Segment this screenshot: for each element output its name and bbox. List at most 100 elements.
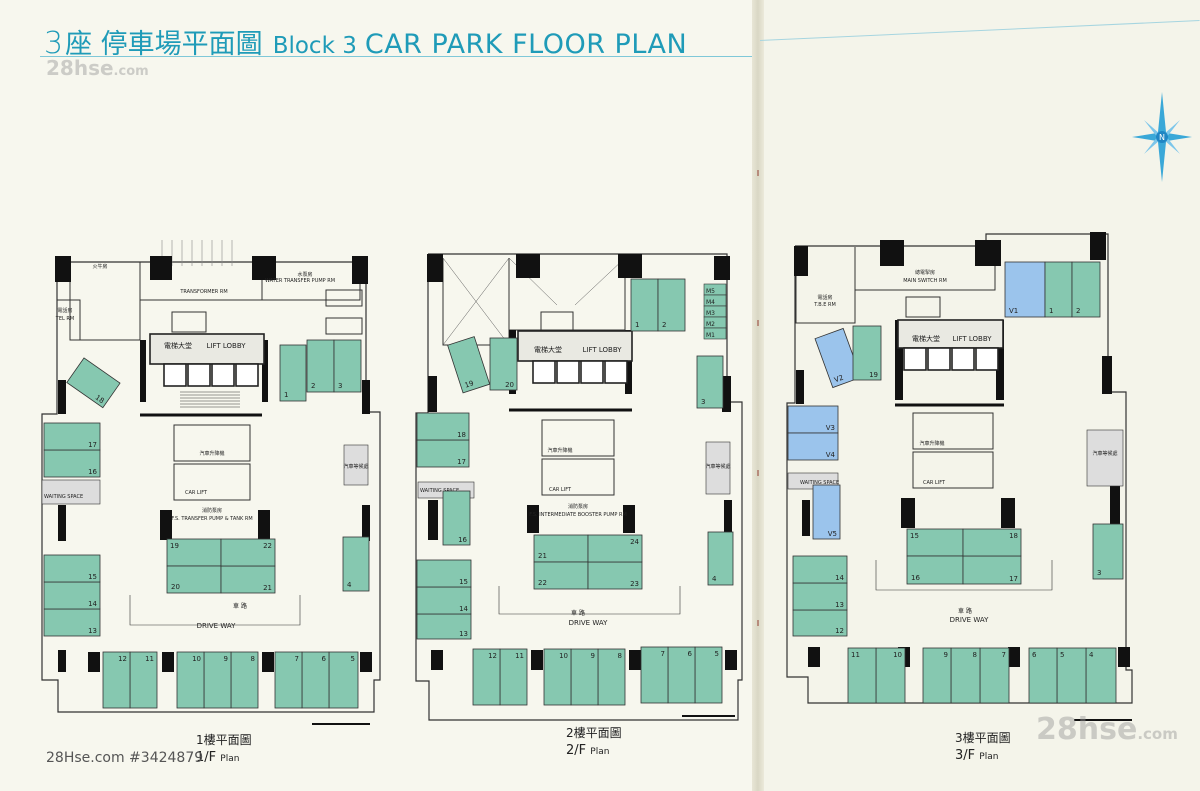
title-chinese: 座 停車場平面圖: [65, 29, 263, 60]
room-tel: T.B.E RM: [813, 302, 836, 308]
space-number: V2: [833, 374, 844, 385]
rotated-space: V2: [814, 327, 862, 389]
lift-shaft: [975, 347, 999, 371]
parking-space: [416, 412, 470, 441]
wall-column: [58, 380, 66, 414]
parking-space: [630, 278, 659, 332]
space-number: 11: [515, 652, 524, 660]
fs-pump-label: F.S. INTERMEDIATE BOOSTER PUMP RM: [529, 512, 627, 518]
parking-space: [543, 648, 572, 706]
space-number: 13: [88, 627, 97, 635]
stitch: [757, 470, 759, 476]
space-number: 1: [1049, 307, 1053, 315]
caption-2f-en: 2/F Plan: [566, 743, 610, 758]
space-number: V1: [1009, 307, 1018, 315]
room-tel-zh: 電話房: [57, 307, 72, 314]
lift-shaft: [951, 347, 975, 371]
driveway-zh: 車 路: [233, 602, 247, 610]
parking-space: [587, 534, 643, 563]
wall-column: [880, 240, 904, 266]
wall-column: [352, 256, 368, 284]
parking-space: [570, 648, 599, 706]
space-number: V5: [828, 530, 837, 538]
caption-1f-zh: 1樓平面圖: [196, 733, 252, 747]
parking-space: [1056, 647, 1087, 704]
motorcycle-number: M5: [706, 288, 715, 295]
motorcycle-number: M1: [706, 332, 715, 339]
parking-space: [640, 646, 669, 704]
title-plan-en: CAR PARK FLOOR PLAN: [364, 29, 688, 60]
parking-space: [694, 646, 723, 704]
wall-column: [802, 500, 810, 536]
car-lift: [173, 463, 251, 501]
lift-shaft: [235, 363, 259, 387]
wall-column: [88, 652, 100, 672]
wall-column: [162, 652, 174, 672]
parking-space: [176, 651, 205, 709]
x-line: [442, 257, 510, 346]
wall-column: [1102, 356, 1112, 394]
lift-shaft: [580, 360, 604, 384]
stair-box: [905, 296, 941, 318]
space-number: 15: [88, 573, 97, 581]
wall-line: [854, 247, 996, 291]
wall-column: [427, 254, 443, 282]
wall-column: [58, 505, 66, 541]
space-number: 21: [538, 552, 547, 560]
wall-line: [875, 560, 1053, 591]
driveway-en: DRIVE WAY: [569, 619, 609, 627]
space-number: 6: [322, 655, 327, 663]
car-lift: [173, 424, 251, 462]
parking-space: [203, 651, 232, 709]
wall-column: [808, 647, 820, 667]
lift-lobby-en: LIFT LOBBY: [582, 346, 622, 354]
parking-space: [533, 534, 589, 563]
lift-shaft: [211, 363, 235, 387]
wall-column: [623, 505, 635, 533]
corner-watermark: 28hse.com: [1036, 712, 1178, 747]
title-rule: [40, 56, 752, 57]
motorcycle-number: M2: [706, 321, 715, 328]
parking-space: [447, 336, 491, 394]
caption-3f-zh: 3樓平面圖: [955, 731, 1011, 745]
space-number: 3: [1097, 569, 1101, 577]
space-number: 19: [869, 371, 878, 379]
wall-column: [996, 320, 1004, 400]
lift-shaft: [532, 360, 556, 384]
wall-column: [428, 500, 438, 540]
motorcycle-space: [703, 327, 727, 340]
wall-column: [618, 254, 642, 278]
lift-lobby-en: LIFT LOBBY: [206, 342, 246, 350]
wall-column: [362, 505, 370, 541]
space-number: 1: [635, 321, 639, 329]
waiting-space-label: WAITING SPACE: [44, 494, 83, 500]
wall-column: [531, 650, 543, 670]
room-main-switch-zh: 總電掣房: [915, 269, 935, 276]
parking-space: [43, 608, 101, 637]
parking-space: [301, 651, 330, 709]
space-number: 12: [488, 652, 497, 660]
parking-space: [979, 647, 1010, 704]
parking-space: [657, 278, 686, 332]
wall-column: [1110, 485, 1120, 525]
lift-shaft: [187, 363, 211, 387]
parking-space: [43, 449, 101, 478]
parking-space: [1092, 523, 1124, 580]
parking-space: [220, 538, 276, 567]
car-lift-zh: 汽車升降機: [199, 450, 224, 457]
car-waiting-area: [1086, 429, 1124, 487]
space-number: 17: [88, 441, 97, 449]
parking-space: [875, 647, 906, 704]
wall-column: [258, 510, 270, 540]
parking-space: [787, 432, 839, 461]
space-number: 8: [618, 652, 622, 660]
space-number: 7: [661, 650, 665, 658]
space-number: 14: [459, 605, 468, 613]
parking-space: [328, 651, 359, 709]
tank-box: [325, 289, 363, 307]
wall-column: [1090, 232, 1106, 260]
space-number: 6: [688, 650, 693, 658]
wall-column: [160, 510, 172, 540]
